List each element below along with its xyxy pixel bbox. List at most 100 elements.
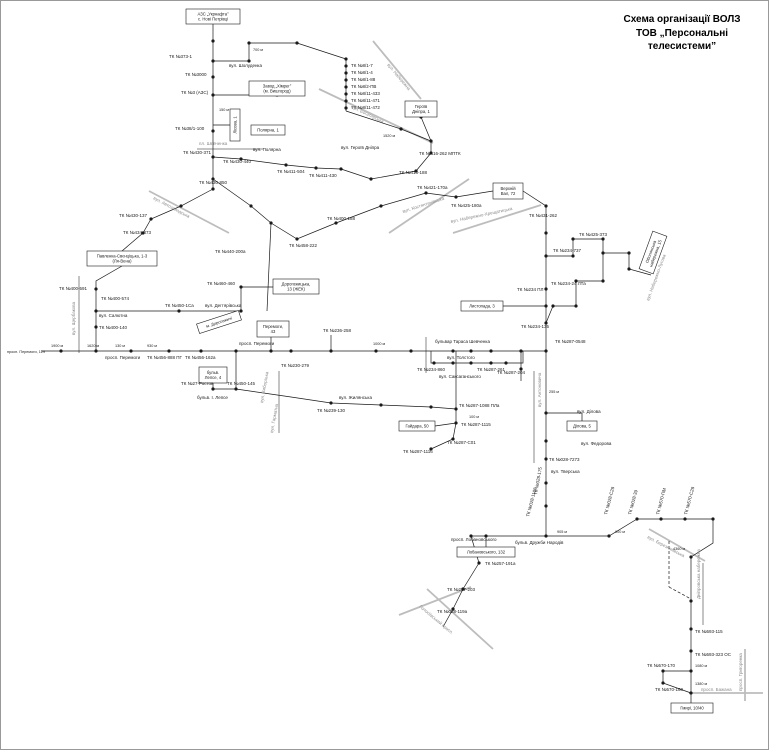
- site-label-box-rect: [492, 182, 524, 200]
- site-label-text: Лепсе, 4: [205, 375, 222, 380]
- diagram-label: 1000 м: [373, 342, 386, 346]
- network-node: [369, 177, 373, 181]
- diagram-label: ТК №257-203: [447, 587, 475, 592]
- diagram-label: ТК №418-188: [399, 170, 427, 175]
- site-label-box-rect: [398, 420, 436, 432]
- network-node: [544, 534, 548, 538]
- network-node: [469, 534, 473, 538]
- site-label-text: с. Нові Петрівці: [198, 17, 228, 22]
- site-label-text: (Ля-Вена): [113, 259, 133, 264]
- network-node: [551, 304, 555, 308]
- diagram-label: ТК №460-460: [207, 281, 235, 286]
- diagram-label: ТК №3000: [185, 72, 207, 77]
- diagram-label: вул. Антоновича: [537, 372, 542, 407]
- diagram-label: вул. Салютна: [99, 313, 128, 318]
- network-node: [661, 669, 665, 673]
- diagram-label: ТК №028-1108: [525, 486, 538, 517]
- site-label-box-rect: [229, 108, 241, 142]
- diagram-label: ТК №287-1115: [461, 422, 491, 427]
- site-label-text: Лобановського, 132: [467, 550, 506, 555]
- network-node: [489, 349, 493, 353]
- network-node: [601, 279, 605, 283]
- cable-edge: [430, 409, 457, 450]
- diagram-label: вул. Набережно-Хрещатицька: [450, 206, 513, 224]
- network-node: [544, 304, 548, 308]
- site-label-text: Лісова, 1: [233, 116, 238, 134]
- cable-edge: [434, 422, 457, 427]
- diagram-title-line3: телесистеми”: [647, 41, 717, 52]
- diagram-label: ТК №8/1-88: [351, 77, 376, 82]
- diagram-title: Схема організації ВОЛЗ ТОВ „Персональні …: [602, 13, 762, 54]
- diagram-label: ТК №400-574: [101, 296, 129, 301]
- diagram-label: ТК №434-873: [123, 230, 151, 235]
- cable-edge: [546, 238, 652, 276]
- network-node: [451, 349, 455, 353]
- diagram-label: ТК №287-С01: [447, 440, 476, 445]
- network-node: [284, 163, 288, 167]
- network-node: [689, 627, 693, 631]
- diagram-label: ТК №431-262: [529, 213, 557, 218]
- network-node: [451, 361, 455, 365]
- network-node: [211, 155, 215, 159]
- network-node: [607, 534, 611, 538]
- cable-edge: [266, 222, 272, 312]
- site-label-box-rect: [256, 320, 290, 338]
- network-node: [689, 691, 693, 695]
- diagram-label: ТК №430-137: [119, 213, 147, 218]
- diagram-label: 930 м: [147, 344, 157, 348]
- diagram-label: ТК №416-262 МПТК: [419, 151, 461, 156]
- network-node: [399, 127, 403, 131]
- site-label-text: Ділова, 5: [573, 424, 591, 429]
- network-node: [149, 217, 153, 221]
- diagram-label: ТК №287-1116: [403, 449, 433, 454]
- site-label-box-rect: [638, 230, 668, 275]
- network-node: [269, 349, 273, 353]
- diagram-label: вул. Тверська: [551, 469, 580, 474]
- network-node: [94, 309, 98, 313]
- site-label-text: Гмирі, 10/40: [680, 706, 704, 711]
- diagram-label: ТК №450-1Са: [165, 303, 194, 308]
- network-node: [141, 231, 145, 235]
- diagram-label: ТК №236-258: [323, 328, 351, 333]
- network-node: [314, 166, 318, 170]
- network-node: [661, 681, 665, 685]
- network-node: [374, 349, 378, 353]
- diagram-label: бульвар Тараса Шевченка: [435, 339, 490, 344]
- diagram-label: 1380 м: [695, 682, 708, 686]
- network-node: [239, 157, 243, 161]
- site-label-box-rect: [670, 702, 714, 714]
- network-node: [627, 267, 631, 271]
- network-node: [477, 561, 481, 565]
- site-label-box-rect: [456, 546, 516, 558]
- network-node: [659, 517, 663, 521]
- network-node: [344, 85, 348, 89]
- network-node: [344, 57, 348, 61]
- diagram-label: 1620 м: [87, 344, 100, 348]
- network-node: [571, 237, 575, 241]
- network-node: [635, 517, 639, 521]
- diagram-label: просп. Бажана: [701, 687, 732, 692]
- network-node: [177, 309, 181, 313]
- network-node: [544, 231, 548, 235]
- diagram-label: пл. Шевченка: [199, 141, 228, 146]
- site-label-box: м. Дорогожичі: [196, 310, 242, 334]
- network-node: [211, 75, 215, 79]
- network-node: [129, 349, 133, 353]
- network-node: [234, 387, 238, 391]
- site-label-box: Гайдара, 50: [398, 420, 436, 432]
- network-node: [544, 411, 548, 415]
- diagram-label: просп. Лобановського: [451, 537, 497, 542]
- cable-edge: [668, 586, 692, 600]
- street-line: [148, 190, 230, 234]
- network-node: [414, 169, 418, 173]
- site-label-text: (м. Вишгород): [263, 89, 291, 94]
- cable-edge: [121, 188, 214, 252]
- network-node: [601, 251, 605, 255]
- network-node: [234, 349, 238, 353]
- diagram-label: ТК №234-135: [521, 324, 549, 329]
- cable-edge: [420, 116, 432, 142]
- site-label-box: Полярна, 1: [250, 124, 286, 136]
- diagram-label: 1080 м: [695, 664, 708, 668]
